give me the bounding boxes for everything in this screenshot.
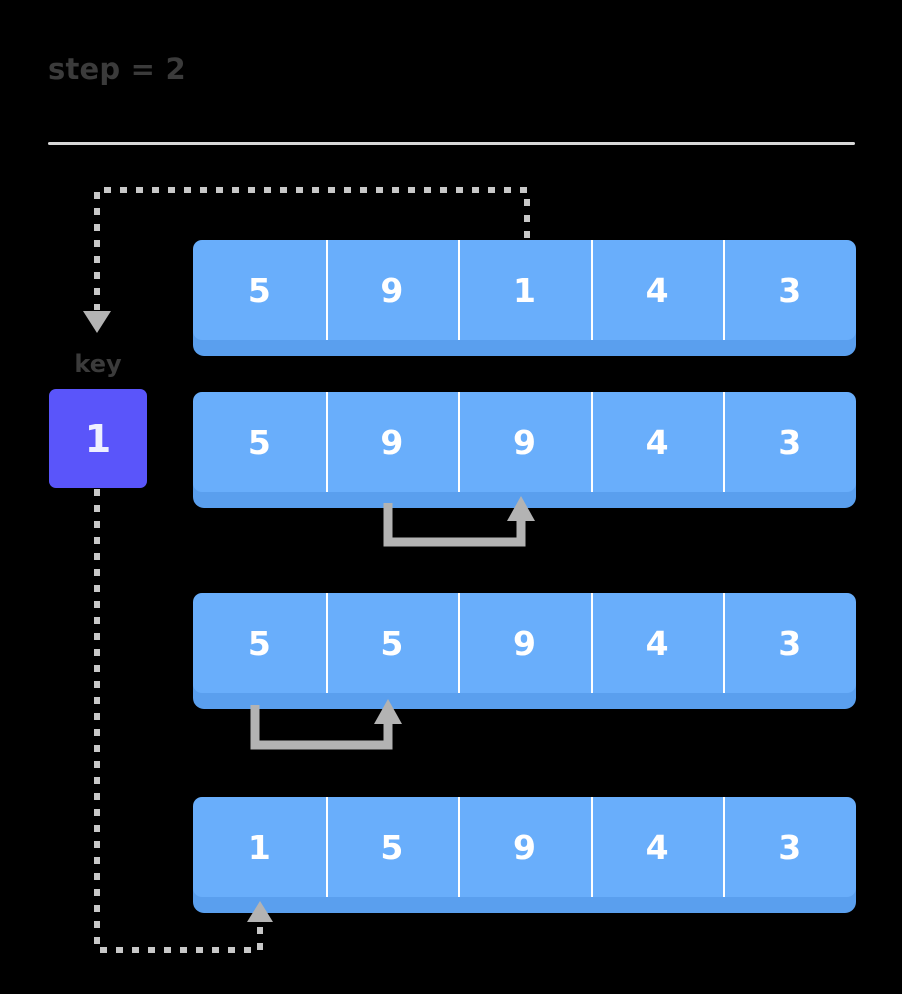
array-row-2-cell-5: 3	[723, 392, 856, 492]
shift-arrow-row-2-line	[383, 503, 526, 547]
array-row-3: 5 5 9 4 3	[193, 593, 856, 709]
key-extract-arrowhead-icon	[83, 311, 111, 333]
array-row-4-cell-1: 1	[247, 827, 271, 867]
page-title: step = 2	[48, 52, 186, 86]
array-row-4-cell-4: 4	[590, 797, 724, 897]
array-row-3-cell-5: 3	[723, 593, 856, 693]
array-row-3-cell-1: 5	[247, 623, 271, 663]
array-row-3-body: 5 5 9 4 3	[193, 593, 856, 693]
array-row-4-cell-3: 9	[458, 797, 591, 897]
array-row-1-cell-4: 4	[590, 240, 724, 340]
array-row-3-cell-2: 5	[325, 593, 459, 693]
array-row-2: 5 9 9 4 3	[193, 392, 856, 508]
array-row-2-cell-4: 4	[590, 392, 724, 492]
key-value: 1	[84, 416, 112, 461]
array-row-3-cell-4: 4	[590, 593, 724, 693]
array-row-1-cell-1: 5	[247, 270, 271, 310]
array-row-1-body: 5 9 1 4 3	[193, 240, 856, 340]
array-row-1-cell-3: 1	[458, 240, 591, 340]
array-row-2-cell-3: 9	[458, 392, 591, 492]
array-row-2-cell-2: 9	[325, 392, 459, 492]
array-row-1: 5 9 1 4 3	[193, 240, 856, 356]
header-divider	[48, 142, 855, 145]
array-row-1-cell-5: 3	[723, 240, 856, 340]
shift-arrow-row-3-line	[250, 705, 393, 750]
key-label: key	[74, 350, 122, 378]
array-row-4-cell-2: 5	[325, 797, 459, 897]
array-row-4-cell-5: 3	[723, 797, 856, 897]
array-row-4: 1 5 9 4 3	[193, 797, 856, 913]
array-row-2-body: 5 9 9 4 3	[193, 392, 856, 492]
array-row-3-cell-3: 9	[458, 593, 591, 693]
array-row-1-cell-2: 9	[325, 240, 459, 340]
array-row-2-cell-1: 5	[247, 422, 271, 462]
key-box: 1	[49, 389, 147, 488]
array-row-4-body: 1 5 9 4 3	[193, 797, 856, 897]
